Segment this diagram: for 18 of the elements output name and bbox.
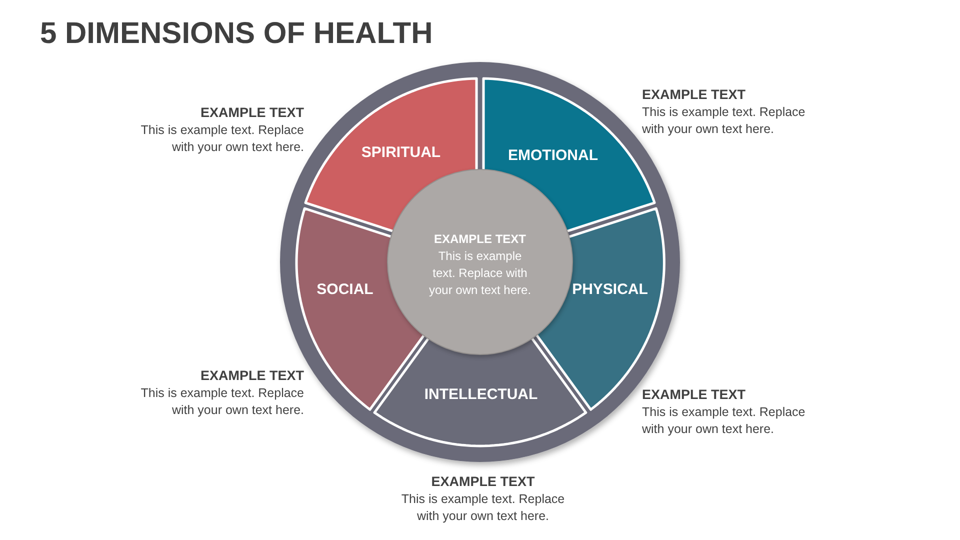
segment-label: PHYSICAL <box>572 280 648 299</box>
segment-label: SPIRITUAL <box>361 144 441 162</box>
caption-heading: EXAMPLE TEXT <box>642 386 747 404</box>
caption-text: This is example text. Replace with your own text here. <box>400 491 566 525</box>
caption-text: This is example text. Replace with your own text here. <box>642 404 806 438</box>
segment-label: SOCIAL <box>316 280 374 299</box>
caption-text: This is example text. Replace with your own text here. <box>140 122 304 156</box>
segment-label: INTELLECTUAL <box>424 386 538 404</box>
caption-heading: EXAMPLE TEXT <box>199 104 304 122</box>
segment-label: EMOTIONAL <box>508 146 598 165</box>
title: 5 DIMENSIONS OF HEALTH <box>40 18 433 50</box>
circle-text: This is example text. Replace with your own text here. <box>428 248 532 299</box>
caption-heading: EXAMPLE TEXT <box>199 367 304 385</box>
circle-heading: EXAMPLE TEXT <box>434 231 526 248</box>
caption-heading: EXAMPLE TEXT <box>642 86 747 104</box>
caption-heading: EXAMPLE TEXT <box>430 473 536 491</box>
caption-text: This is example text. Replace with your own text here. <box>140 385 304 419</box>
caption-text: This is example text. Replace with your own text here. <box>642 104 806 138</box>
